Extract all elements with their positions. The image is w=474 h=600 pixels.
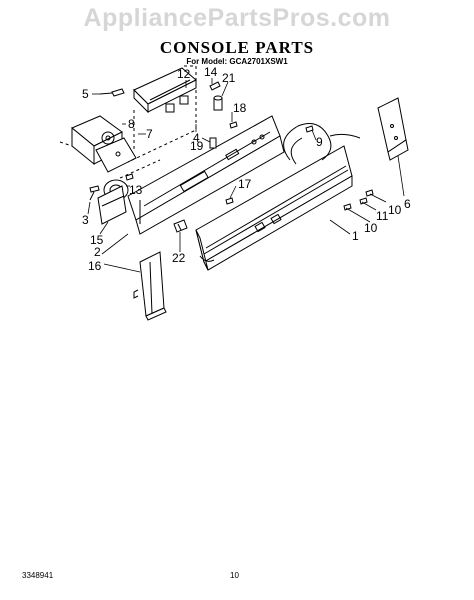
right-end-bracket — [377, 97, 409, 161]
screw-10 — [343, 189, 374, 211]
wire-harness — [283, 123, 361, 165]
switch-plate — [95, 137, 137, 173]
document-number: 3348941 — [22, 571, 54, 580]
callout-6: 6 — [404, 197, 411, 211]
callout-21: 21 — [222, 71, 236, 85]
clip-22 — [173, 219, 188, 233]
screw-9 — [305, 125, 314, 133]
callout-11: 11 — [376, 209, 389, 223]
lamp-14 — [209, 81, 221, 91]
console-panel — [195, 145, 353, 271]
screw-13 — [125, 173, 134, 181]
model-subtitle: For Model: GCA2701XSW1 — [186, 57, 288, 66]
callout-5: 5 — [82, 87, 89, 101]
screw-5 — [99, 88, 125, 97]
page-title: CONSOLE PARTS — [159, 38, 315, 57]
callout-16: 16 — [88, 259, 102, 273]
callout-4: 4 — [193, 131, 200, 145]
callout-12: 12 — [177, 67, 191, 81]
callout-17: 17 — [238, 177, 252, 191]
fastener-19 — [209, 137, 217, 149]
assembly-guides — [59, 65, 197, 179]
page-number: 10 — [230, 571, 239, 580]
control-bracket — [127, 115, 285, 235]
callout-2: 2 — [94, 245, 101, 259]
screw-3 — [89, 185, 100, 201]
screw-11 — [359, 197, 368, 205]
fastener-17 — [225, 197, 234, 205]
callout-7: 7 — [146, 127, 153, 141]
callout-18: 18 — [233, 101, 247, 115]
callout-22: 22 — [172, 251, 186, 265]
callout-8: 8 — [128, 117, 135, 131]
callout-3: 3 — [82, 213, 89, 227]
callout-15: 15 — [90, 233, 104, 247]
leader-lines — [87, 78, 405, 273]
fastener-18 — [229, 121, 238, 129]
callout-13: 13 — [129, 183, 143, 197]
light-socket-21 — [213, 95, 223, 111]
callout-19: 19 — [190, 139, 204, 153]
callout-10-lower: 10 — [364, 221, 378, 235]
callout-14: 14 — [204, 65, 218, 79]
callout-10-upper: 10 — [388, 203, 402, 217]
callout-1: 1 — [352, 229, 359, 243]
left-end-cap — [133, 251, 167, 321]
infinite-switch — [97, 179, 129, 225]
callout-9: 9 — [316, 135, 323, 149]
watermark: AppliancePartsPros.com — [83, 4, 391, 32]
callout-labels: 5 8 7 12 14 21 18 19 4 13 3 15 2 16 17 2… — [82, 65, 411, 273]
